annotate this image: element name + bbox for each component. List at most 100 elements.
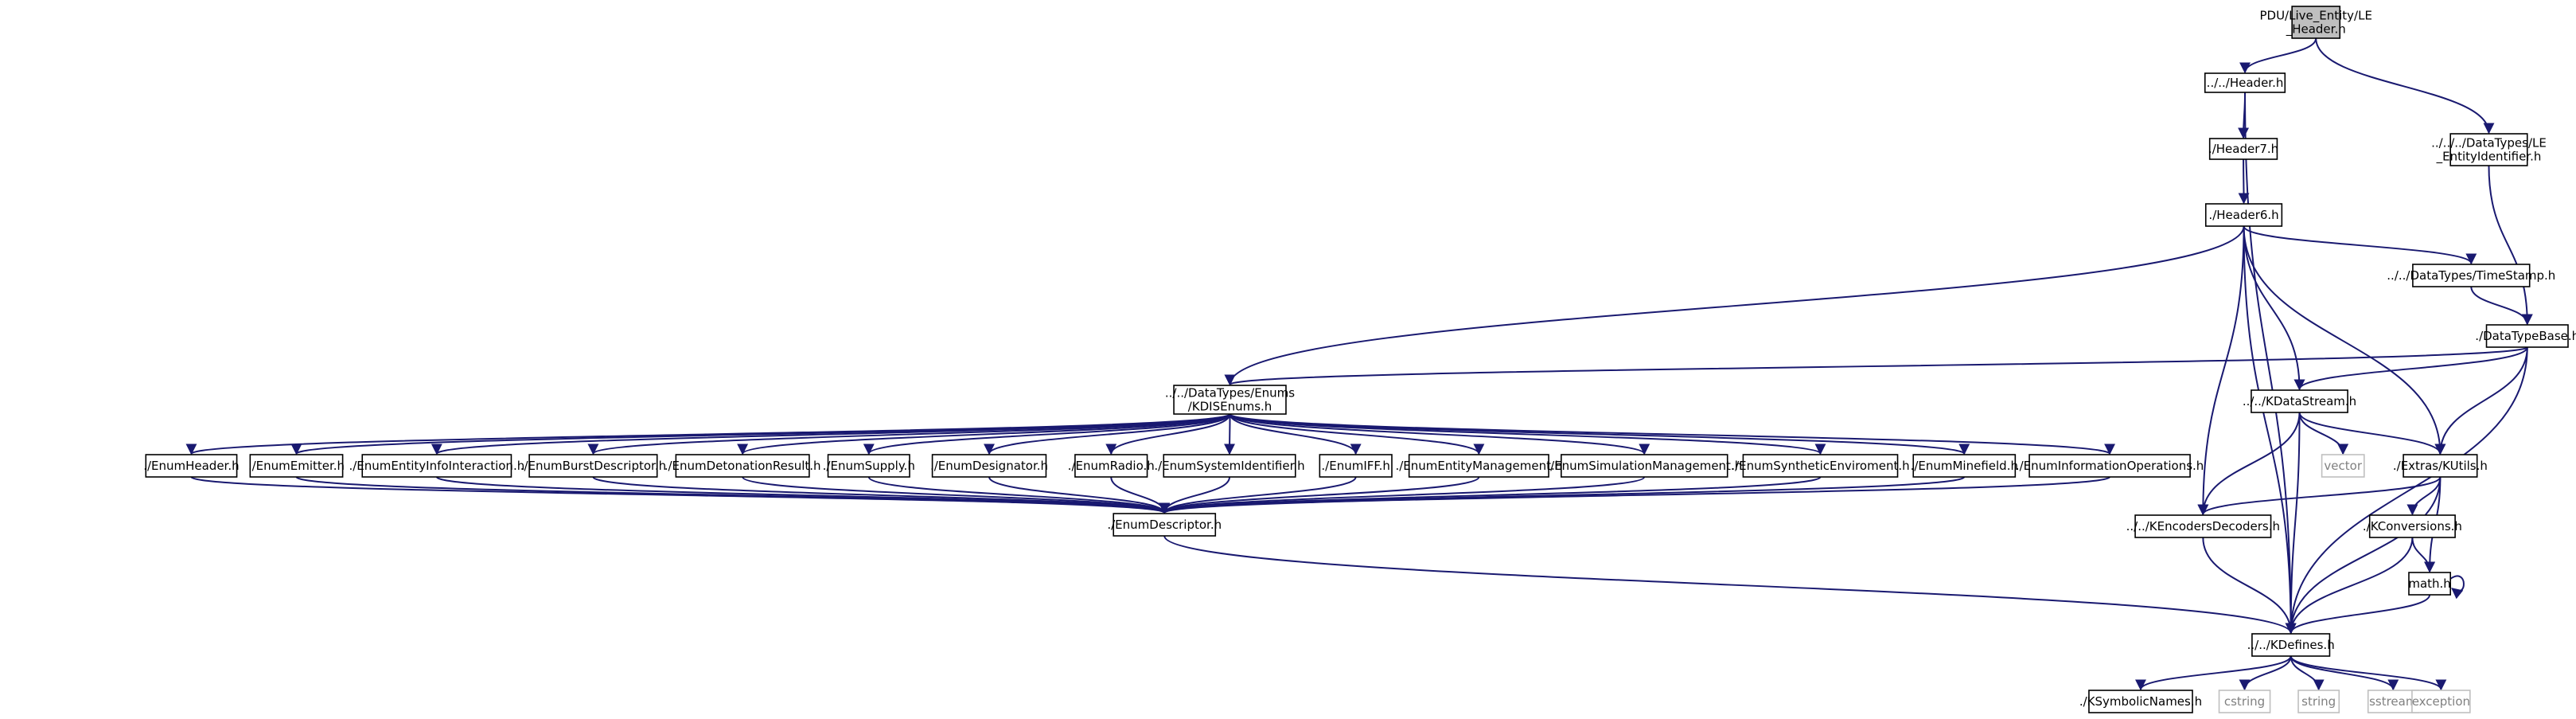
node-kdisenums[interactable]: ../../DataTypes/Enums/KDISEnums.h	[1165, 385, 1295, 415]
node-box[interactable]	[2297, 690, 2340, 713]
node-box[interactable]	[2449, 133, 2528, 166]
node-label: cstring	[2224, 694, 2265, 709]
edge-kconversions-to-kdefines	[2285, 537, 2414, 635]
node-box[interactable]	[2408, 572, 2451, 596]
node-box[interactable]	[2291, 6, 2341, 39]
node-label: _EntityIdentifier.h	[2436, 150, 2542, 165]
node-box[interactable]	[2204, 72, 2286, 93]
node-box[interactable]	[675, 454, 810, 478]
edge-enumdetonation-to-enumdescriptor	[742, 476, 1170, 514]
edge-enumsimmgmt-to-enumdescriptor	[1159, 476, 1646, 514]
node-header6[interactable]: ./Header6.h	[2204, 203, 2283, 227]
node-box[interactable]	[931, 454, 1047, 478]
node-box[interactable]	[1319, 454, 1393, 478]
node-enumentityinfo[interactable]: ./EnumEntityInfoInteraction.h	[349, 454, 524, 478]
node-kdatastream[interactable]: ../../KDataStream.h	[2243, 389, 2356, 413]
node-box[interactable]	[2208, 138, 2278, 160]
node-box[interactable]	[1408, 454, 1549, 478]
node-enumdetonation[interactable]: ./EnumDetonationResult.h	[664, 454, 821, 478]
edge-header6-to-timestamp	[2243, 225, 2477, 265]
node-box[interactable]	[1561, 454, 1728, 478]
node-label: ../../KEncodersDecoders.h	[2126, 519, 2280, 533]
node-enumemitter[interactable]: ./EnumEmitter.h	[248, 454, 345, 478]
node-kencoders[interactable]: ../../KEncodersDecoders.h	[2126, 514, 2280, 538]
node-sstream[interactable]: sstream	[2367, 690, 2419, 713]
node-box[interactable]	[2485, 324, 2569, 348]
node-box[interactable]	[2218, 690, 2271, 713]
edge-enumminefield-to-enumdescriptor	[1159, 476, 1966, 514]
edge-kconversions-to-mathh	[2411, 537, 2436, 573]
node-header7[interactable]: ./Header7.h	[2208, 138, 2278, 160]
node-box[interactable]	[1113, 513, 1217, 537]
node-box[interactable]	[2251, 389, 2348, 413]
node-box[interactable]	[2411, 690, 2471, 713]
node-label: ./EnumDescriptor.h	[1107, 518, 1222, 532]
node-string[interactable]: string	[2297, 690, 2340, 713]
node-box[interactable]	[361, 454, 512, 478]
node-box[interactable]	[2321, 454, 2365, 478]
node-header[interactable]: ../../Header.h	[2204, 72, 2286, 93]
node-box[interactable]	[2204, 203, 2283, 227]
node-label: vector	[2324, 459, 2362, 473]
node-exception[interactable]: exception	[2411, 690, 2471, 713]
node-enumburst[interactable]: ./EnumBurstDescriptor.h	[520, 454, 666, 478]
node-label: ../../Header.h	[2207, 76, 2284, 90]
node-enumsynth[interactable]: ./EnumSyntheticEnviroment.h	[1731, 454, 1910, 478]
node-box[interactable]	[2412, 264, 2531, 287]
node-enumiff[interactable]: ./EnumIFF.h	[1319, 454, 1393, 478]
edge-kdisenums-to-enumsupply	[863, 413, 1231, 455]
node-box[interactable]	[2403, 454, 2478, 478]
node-enuminfoops[interactable]: ./EnumInformationOperations.h	[2016, 454, 2204, 478]
node-label: ./EnumEntityInfoInteraction.h	[349, 459, 524, 473]
node-box[interactable]	[1163, 454, 1296, 478]
edge-header6-to-kutils	[2243, 225, 2446, 455]
node-enumsysid[interactable]: ./EnumSystemIdentifier.h	[1154, 454, 1305, 478]
node-enumheader[interactable]: ./EnumHeader.h	[143, 454, 240, 478]
node-box[interactable]	[2028, 454, 2191, 478]
edge-kutils-to-kconversions	[2406, 476, 2442, 516]
node-box[interactable]	[528, 454, 658, 478]
node-label: ../../KDefines.h	[2247, 638, 2335, 652]
node-enumentitymgmt[interactable]: ./EnumEntityManagement.h	[1395, 454, 1562, 478]
node-datatypebase[interactable]: ./DataTypeBase.h	[2475, 324, 2576, 348]
node-box[interactable]	[249, 454, 344, 478]
node-timestamp[interactable]: ../../DataTypes/TimeStamp.h	[2387, 264, 2555, 287]
node-label: ./EnumDetonationResult.h	[664, 459, 821, 473]
node-box[interactable]	[1173, 385, 1287, 415]
node-le_header[interactable]: PDU/Live_Entity/LE_Header.h	[2259, 6, 2372, 39]
node-label: ./EnumBurstDescriptor.h	[520, 459, 666, 473]
node-box[interactable]	[2368, 514, 2456, 538]
node-box[interactable]	[1912, 454, 2017, 478]
node-enumdesignator[interactable]: ./EnumDesignator.h	[930, 454, 1048, 478]
node-box[interactable]	[827, 454, 910, 478]
edge-kdisenums-to-enumradio	[1105, 413, 1231, 455]
edge-kdisenums-to-enumminefield	[1229, 413, 1970, 455]
node-kutils[interactable]: ./Extras/KUtils.h	[2393, 454, 2488, 478]
node-box[interactable]	[1742, 454, 1899, 478]
node-box[interactable]	[2088, 690, 2193, 713]
node-vector[interactable]: vector	[2321, 454, 2365, 478]
node-label: ./EnumHeader.h	[143, 459, 239, 473]
node-label: PDU/Live_Entity/LE	[2259, 9, 2371, 24]
node-enumsimmgmt[interactable]: ./EnumSimulationManagement.h	[1546, 454, 1742, 478]
node-enumminefield[interactable]: ./EnumMinefield.h	[1911, 454, 2018, 478]
node-label: ../../DataTypes/TimeStamp.h	[2387, 268, 2555, 283]
node-label: ./EnumDesignator.h	[930, 459, 1048, 473]
node-enumsupply[interactable]: ./EnumSupply.h	[823, 454, 915, 478]
node-cstring[interactable]: cstring	[2218, 690, 2271, 713]
node-label: ./EnumSupply.h	[823, 459, 915, 473]
node-box[interactable]	[145, 454, 238, 478]
node-kconversions[interactable]: ./KConversions.h	[2363, 514, 2462, 538]
node-label: ./EnumEmitter.h	[248, 459, 345, 473]
node-ksymbolic[interactable]: ./KSymbolicNames.h	[2079, 690, 2202, 713]
node-box[interactable]	[1074, 454, 1148, 478]
edge-enumentityinfo-to-enumdescriptor	[435, 476, 1170, 514]
node-mathh[interactable]: math.h	[2408, 572, 2451, 596]
node-kdefines[interactable]: ../../KDefines.h	[2247, 633, 2335, 657]
edge-kutils-to-kdefines	[2285, 476, 2442, 635]
node-box[interactable]	[2134, 514, 2272, 538]
node-dt_le_entityid[interactable]: ../../../DataTypes/LE_EntityIdentifier.h	[2431, 133, 2547, 166]
node-box[interactable]	[2251, 633, 2331, 657]
node-enumradio[interactable]: ./EnumRadio.h	[1068, 454, 1155, 478]
node-enumdescriptor[interactable]: ./EnumDescriptor.h	[1107, 513, 1222, 537]
